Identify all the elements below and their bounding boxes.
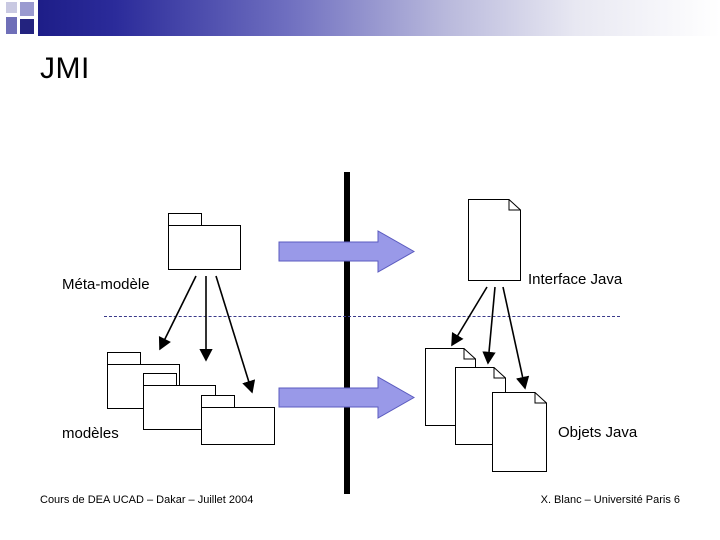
title-bar-logo-backdrop <box>0 0 38 36</box>
package-meta-model-icon <box>168 213 241 270</box>
block-arrow-top-icon <box>278 230 416 273</box>
package-tab <box>201 395 235 408</box>
label-java-objects: Objets Java <box>558 424 638 441</box>
logo-square-4-icon <box>20 19 34 34</box>
document-interface-icon <box>468 199 521 281</box>
document-object-3-icon <box>492 392 547 472</box>
horizontal-dashed-divider <box>104 316 620 317</box>
package-body <box>201 407 275 445</box>
footer-left-text: Cours de DEA UCAD – Dakar – Juillet 2004 <box>40 494 254 506</box>
vertical-divider <box>344 172 350 494</box>
footer-right-text: X. Blanc – Université Paris 6 <box>540 494 680 506</box>
package-body <box>168 225 241 270</box>
package-tab <box>143 373 177 386</box>
package-tab <box>168 213 202 226</box>
package-model-3-icon <box>201 395 275 445</box>
logo-square-2-icon <box>20 2 34 16</box>
block-arrow-bottom-icon <box>278 376 416 419</box>
label-java-interface: Interface Java <box>528 271 623 288</box>
page-title: JMI <box>40 52 90 85</box>
label-models: modèles <box>62 425 119 442</box>
label-meta-model: Méta-modèle <box>62 276 150 293</box>
logo-square-3-icon <box>6 17 17 34</box>
package-tab <box>107 352 141 365</box>
logo-square-1-icon <box>6 2 17 13</box>
title-bar-gradient <box>0 0 720 36</box>
